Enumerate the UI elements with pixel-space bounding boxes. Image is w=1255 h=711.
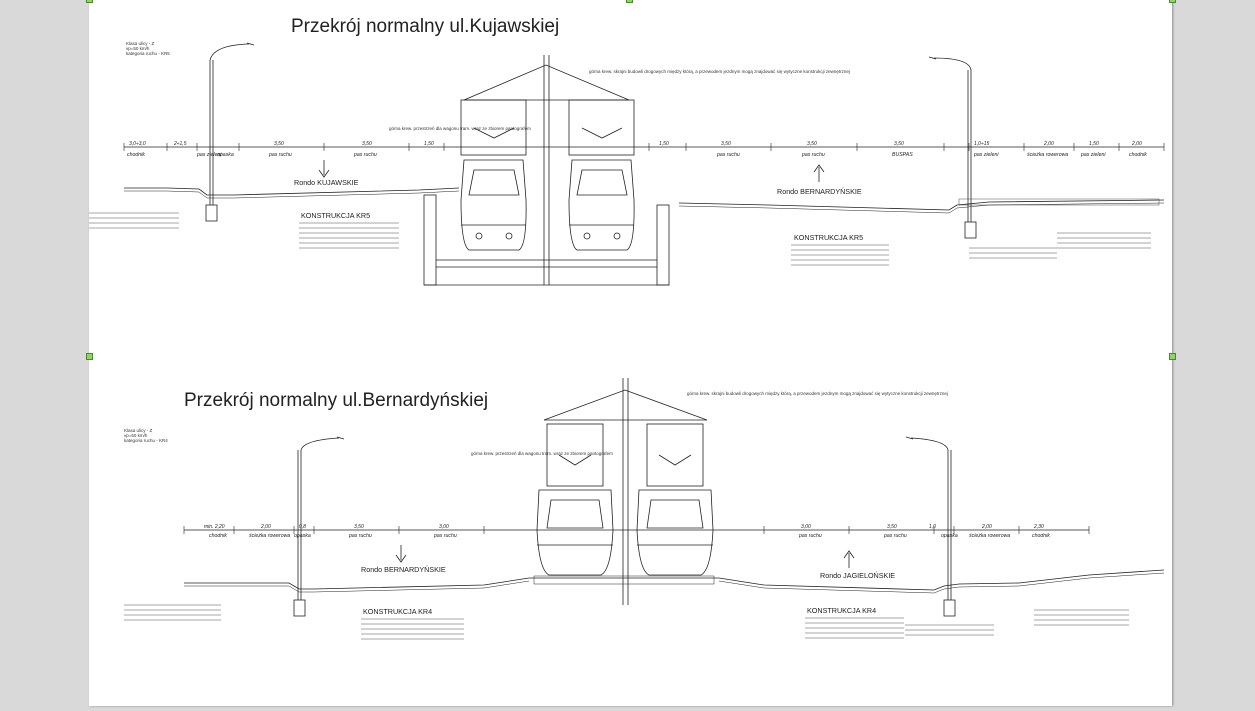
dimension-label: 1,50	[1089, 141, 1099, 147]
lane-label: BUSPAS	[892, 152, 913, 158]
selection-handle[interactable]	[86, 0, 93, 3]
dimension-label: 3,50	[362, 141, 372, 147]
direction-label: Rondo BERNARDYŃSKIE	[361, 565, 446, 574]
lane-label: pas ruchu	[353, 152, 377, 158]
dimension-label: 1,0÷15	[974, 141, 989, 147]
selection-handle[interactable]	[1169, 353, 1176, 360]
dimension-label: 2,00	[260, 524, 271, 530]
design-speed: vp=50 km/h	[124, 433, 148, 438]
design-speed: vp=50 km/h	[126, 46, 150, 51]
direction-arrow-right	[843, 550, 855, 568]
dimension-label: 3,50	[894, 141, 904, 147]
sidewalk-table-left	[124, 604, 221, 621]
selection-handle[interactable]	[626, 0, 633, 3]
cross-section-drawing: Przekrój normalny ul.Kujawskiej Klasa ul…	[89, 16, 1165, 640]
dimension-label: 3,00	[801, 524, 811, 530]
lane-label: pas ruchu	[798, 533, 822, 539]
direction-arrow-left	[395, 545, 407, 563]
dimension-label: 3,50	[807, 141, 817, 147]
dimension-ticks	[123, 143, 1165, 151]
drawing-sheet: Przekrój normalny ul.Kujawskiej Klasa ul…	[89, 0, 1172, 706]
lane-label: pas zieleni	[973, 152, 999, 158]
lane-label: pas ruchu	[433, 533, 457, 539]
dimension-label: 2,30	[1033, 524, 1044, 530]
tram-note: górna krew. przestrzeń dla wagonu tram. …	[471, 451, 613, 456]
construction-table-left	[299, 222, 399, 249]
tram-vehicle-right	[568, 99, 635, 251]
lane-label: ścieżka rowerowa	[249, 533, 290, 539]
tram-pit	[423, 194, 670, 286]
dimension-label: 3,50	[354, 524, 364, 530]
sidewalk-table-left	[89, 212, 179, 229]
lane-label: opaska	[217, 152, 234, 158]
direction-label: Rondo BERNARDYŃSKIE	[777, 187, 862, 196]
lane-label: pas ruchu	[348, 533, 372, 539]
lane-label: pas ruchu	[883, 533, 907, 539]
dimension-label: 1,50	[424, 141, 434, 147]
dimension-label: 1,0	[929, 524, 936, 530]
direction-arrow-left	[318, 160, 330, 178]
construction-label: KONSTRUKCJA KR5	[794, 233, 863, 242]
lane-label: chodnik	[1129, 152, 1147, 158]
dimension-label: 3,50	[721, 141, 731, 147]
dimension-label: 2,00	[1131, 141, 1142, 147]
selection-handle[interactable]	[1169, 0, 1176, 3]
lane-label: opaska	[294, 533, 311, 539]
dimension-label: 3,00	[439, 524, 449, 530]
direction-arrow-right	[813, 164, 825, 182]
dimension-label: 3,50	[274, 141, 284, 147]
lamp-post-left	[205, 42, 255, 222]
dimension-label: 3,0÷3,0	[129, 141, 146, 147]
street-class: Klasa ulicy - Z	[126, 41, 155, 46]
tram-vehicle-left	[536, 423, 614, 576]
tram-note: górna krew. przestrzeń dla wagonu tram. …	[389, 126, 531, 131]
lane-label: pas zieleni	[196, 152, 222, 158]
traffic-category: kategoria ruchu - KR4	[124, 438, 168, 443]
sidewalk-table-right	[905, 609, 1129, 636]
lamp-post-left	[293, 436, 345, 617]
construction-label: KONSTRUKCJA KR5	[301, 211, 370, 220]
tram-vehicle-left	[460, 99, 527, 251]
sidewalk-hatch	[958, 198, 1160, 206]
dimension-label: 2,00	[981, 524, 992, 530]
direction-label: Rondo KUJAWSKIE	[294, 178, 359, 187]
section-bernardynska: Przekrój normalny ul.Bernardyńskiej Klas…	[124, 378, 1165, 640]
lane-label: ścieżka rowerowa	[969, 533, 1010, 539]
construction-table-right	[791, 244, 889, 266]
selection-handle[interactable]	[86, 353, 93, 360]
dimension-label: min. 2,20	[204, 524, 225, 530]
section-kujawska: Przekrój normalny ul.Kujawskiej Klasa ul…	[89, 16, 1165, 286]
dimension-label: 0,8	[299, 524, 306, 530]
tram-note: górna krew. skrajni budowli drogowych mi…	[687, 391, 948, 396]
construction-table-right	[805, 617, 904, 639]
tram-note: górna krew. skrajni budowli drogowych mi…	[589, 69, 850, 74]
lane-label: chodnik	[127, 152, 145, 158]
construction-label: KONSTRUKCJA KR4	[363, 607, 432, 616]
lane-label: pas ruchu	[801, 152, 825, 158]
lane-label: pas ruchu	[716, 152, 740, 158]
lamp-post-right	[905, 436, 956, 617]
lane-label: ścieżka rowerowa	[1027, 152, 1068, 158]
direction-label: Rondo JAGIELOŃSKIE	[820, 571, 895, 580]
lane-label: chodnik	[209, 533, 227, 539]
tram-pole	[543, 378, 708, 605]
traffic-category: kategoria ruchu - KR5	[126, 51, 170, 56]
dimension-label: 2,00	[1043, 141, 1054, 147]
lane-label: opaska	[941, 533, 958, 539]
lamp-post-right	[928, 56, 977, 239]
lane-label: chodnik	[1032, 533, 1050, 539]
tram-vehicle-right	[636, 423, 714, 576]
lane-label: pas ruchu	[268, 152, 292, 158]
dimension-ticks	[183, 526, 1090, 534]
dimension-label: 2÷1,5	[173, 141, 187, 147]
lane-label: pas zieleni	[1080, 152, 1106, 158]
street-class: Klasa ulicy - Z	[124, 428, 153, 433]
section-title: Przekrój normalny ul.Kujawskiej	[291, 16, 559, 37]
section-title: Przekrój normalny ul.Bernardyńskiej	[184, 390, 488, 411]
dimension-label: 3,50	[887, 524, 897, 530]
dimension-label: 1,50	[659, 141, 669, 147]
construction-label: KONSTRUKCJA KR4	[807, 606, 876, 615]
construction-table-left	[361, 618, 464, 640]
sidewalk-table-right	[969, 232, 1151, 259]
